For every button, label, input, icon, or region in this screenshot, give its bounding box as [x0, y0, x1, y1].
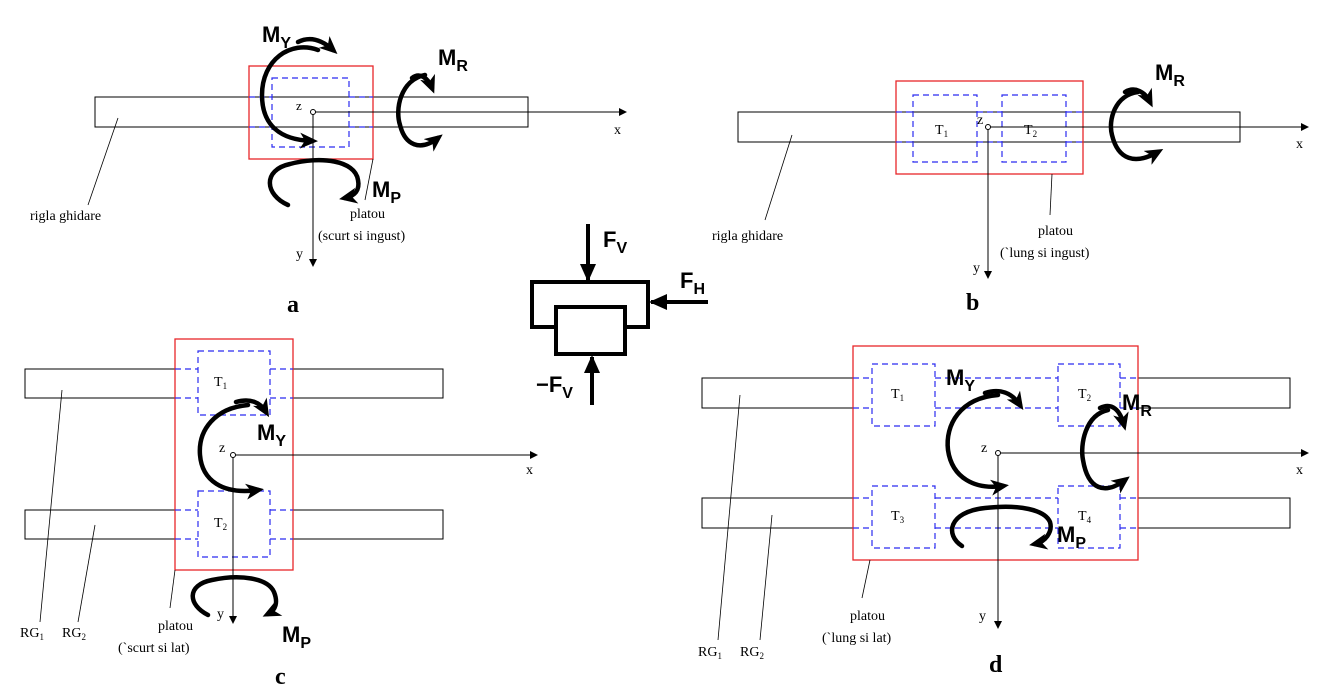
- y-label: y: [217, 607, 224, 622]
- x-label: x: [1296, 137, 1303, 152]
- carriage-t4: [1057, 485, 1121, 549]
- rg2-leader-line: [759, 514, 773, 641]
- moment-mr-label: MR: [438, 45, 468, 75]
- carriage-t1-label: T1: [891, 387, 904, 403]
- carriage-t1: [871, 363, 936, 427]
- origin-z: [995, 450, 1001, 456]
- y-label: y: [296, 247, 303, 262]
- panel-letter-d: d: [989, 652, 1003, 678]
- moment-my-label: MY: [946, 365, 975, 395]
- rail-leader-line: [764, 134, 793, 221]
- plate-description: (`scurt si lat): [118, 641, 190, 656]
- y-label: y: [973, 261, 980, 276]
- plate-description: (`lung si ingust): [1000, 246, 1090, 261]
- carriage-t1-label: T1: [214, 375, 227, 391]
- plate-label: platou: [158, 619, 193, 634]
- panel-c: T1 T2 z x y MY MP RG1 RG2 platou (`scurt…: [20, 338, 538, 690]
- moment-mr-label: MR: [1155, 60, 1185, 90]
- carriage-t2-label: T2: [1078, 387, 1091, 403]
- moment-my-arrow: [197, 402, 264, 500]
- rail-label: rigla ghidare: [30, 209, 101, 224]
- carriage-rail-outline: [853, 377, 1138, 529]
- carriage-rail-outline: [175, 368, 293, 540]
- moment-mp-label: MP: [372, 177, 401, 207]
- moment-mp-arrow: [267, 157, 361, 208]
- x-label: x: [614, 123, 621, 138]
- x-label: x: [1296, 463, 1303, 478]
- moment-mr-label: MR: [1122, 390, 1152, 420]
- carriage-t3: [871, 485, 936, 549]
- carriage-t2: [1001, 94, 1067, 163]
- force-fh-label: FH: [680, 268, 705, 298]
- x-label: x: [526, 463, 533, 478]
- origin-z: [985, 124, 991, 130]
- moment-my-label: MY: [257, 420, 286, 450]
- rg2-label: RG2: [62, 626, 86, 642]
- moment-mr-arrowhead-top: [1097, 403, 1129, 431]
- plate-leader-line: [861, 559, 871, 599]
- panel-letter-a: a: [287, 292, 299, 318]
- origin-z: [230, 452, 236, 458]
- moment-mr-arrow: [1108, 89, 1164, 165]
- rg1-label: RG1: [20, 626, 44, 642]
- force-minus-fv-label: −FV: [536, 372, 573, 402]
- moment-my-arrowhead-top: [982, 388, 1024, 410]
- panel-b: T1 T2 z x y MR rigla ghidare platou (`lu…: [712, 60, 1309, 316]
- moment-my-label: MY: [262, 22, 291, 52]
- moment-mp-label: MP: [1057, 522, 1086, 552]
- carriage-t4-label: T4: [1078, 509, 1092, 525]
- moment-my-arrow: [259, 45, 321, 149]
- moment-my-arrow: [945, 392, 1009, 496]
- force-fv-label: FV: [603, 227, 627, 257]
- carriage-outline: [530, 280, 650, 329]
- force-diagram: FV FH −FV: [530, 224, 708, 405]
- panel-a: z x y MY MR MP rigla ghidare platou (scu…: [30, 22, 627, 318]
- panel-letter-c: c: [275, 664, 286, 690]
- z-label: z: [977, 113, 983, 128]
- moment-mp-label: MP: [282, 622, 311, 652]
- carriage-t1: [197, 350, 271, 416]
- moment-mr-arrowhead-top: [1122, 87, 1153, 108]
- z-label: z: [296, 98, 302, 113]
- plate-leader-line: [364, 158, 374, 201]
- carriage-t3-label: T3: [891, 509, 905, 525]
- plate-description: (scurt si ingust): [318, 229, 405, 244]
- rg1-leader-line: [717, 394, 741, 641]
- moment-mr-arrowhead-top: [409, 73, 435, 94]
- moment-my-arrowhead-top: [233, 397, 270, 418]
- panel-d: T1 T2 T3 T4 z x y MY MR MP RG1 RG2 plato…: [698, 345, 1309, 678]
- plate-description: (`lung si lat): [822, 631, 892, 646]
- rail-label: rigla ghidare: [712, 229, 783, 244]
- rail-block: [554, 305, 627, 356]
- rg2-leader-line: [77, 524, 96, 623]
- rg2-label: RG2: [740, 645, 764, 661]
- carriage-t1-label: T1: [935, 123, 948, 139]
- carriage-t1: [912, 94, 978, 163]
- rail-leader-line: [87, 117, 119, 206]
- carriage-t2-label: T2: [214, 516, 227, 532]
- moment-mp-arrow: [949, 504, 1053, 550]
- rg1-label: RG1: [698, 645, 722, 661]
- plate-leader-line: [169, 569, 176, 609]
- origin-z: [310, 109, 316, 115]
- y-label: y: [979, 609, 986, 624]
- plate-leader-line: [1049, 173, 1053, 216]
- moment-mr-arrow: [1080, 407, 1130, 494]
- z-label: z: [981, 441, 987, 456]
- moment-my-arrowhead-top: [295, 36, 338, 55]
- rg1-leader-line: [39, 389, 63, 623]
- panel-letter-b: b: [966, 290, 979, 316]
- moment-mp-arrow: [190, 575, 283, 618]
- carriage-t2-label: T2: [1024, 123, 1037, 139]
- carriage-rail-outline: [896, 111, 1083, 143]
- plate-label: platou: [350, 207, 385, 222]
- moment-mr-arrow: [396, 72, 443, 152]
- plate-label: platou: [1038, 224, 1073, 239]
- z-label: z: [219, 441, 225, 456]
- plate-label: platou: [850, 609, 885, 624]
